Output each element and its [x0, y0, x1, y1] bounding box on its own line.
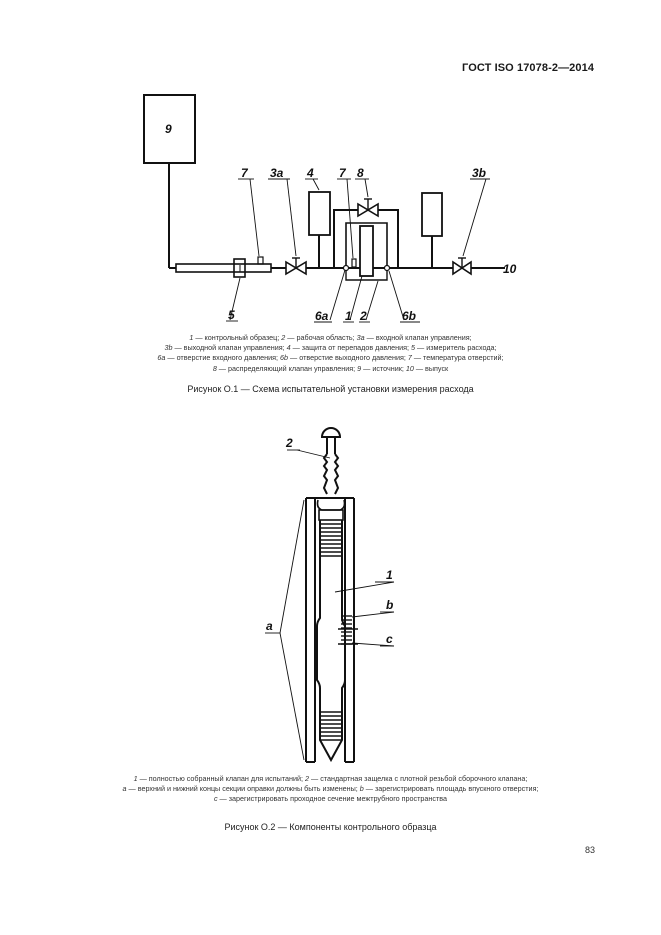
label-latch: 2	[285, 436, 293, 450]
label-outlet-port: 6b	[402, 309, 416, 323]
figure-2-caption: Рисунок О.2 — Компоненты контрольного об…	[224, 822, 437, 832]
figure-2-drawing: 2 1 b c a	[265, 427, 395, 763]
label-c: c	[386, 632, 393, 646]
label-outlet: 10	[503, 262, 517, 276]
legend-line: a — верхний и нижний концы секции оправк…	[122, 784, 539, 794]
label-valve-in: 3a	[270, 166, 284, 180]
figure-1-schematic: 9 7 3a 4 7 8 3b 10 5 6a 1 2 6b	[143, 94, 517, 323]
label-valve: 1	[386, 568, 393, 582]
figure-2-legend: 1 — полностью собранный клапан для испыт…	[0, 774, 661, 805]
label-protection: 4	[306, 166, 314, 180]
legend-line: 1 — полностью собранный клапан для испыт…	[133, 774, 528, 783]
label-temp1: 7	[241, 166, 249, 180]
label-work-area: 2	[359, 309, 367, 323]
label-flowmeter: 5	[228, 308, 235, 322]
page-number: 83	[585, 845, 596, 855]
label-source: 9	[165, 122, 172, 136]
sample-rect	[359, 225, 374, 277]
document-header: ГОСТ ISO 17078-2—2014	[462, 62, 595, 74]
label-valve-out: 3b	[472, 166, 486, 180]
label-inlet-port: 6a	[315, 309, 329, 323]
protection-box	[308, 191, 331, 236]
flowmeter	[233, 258, 246, 278]
figure-1-legend: 1 — контрольный образец; 2 — рабочая обл…	[0, 333, 661, 374]
label-sample: 1	[345, 309, 352, 323]
label-distributor: 8	[357, 166, 364, 180]
legend-line: 1 — контрольный образец; 2 — рабочая обл…	[189, 333, 472, 342]
legend-line: c — зарегистрировать проходное сечение м…	[213, 794, 448, 804]
legend-line: 3b — выходной клапан управления; 4 — защ…	[164, 343, 497, 353]
label-b: b	[386, 598, 393, 612]
legend-line: 6a — отверстие входного давления; 6b — о…	[157, 353, 504, 363]
figure-1-caption: Рисунок О.1 — Схема испытательной устано…	[187, 384, 474, 394]
legend-line: 8 — распределяющий клапан управления; 9 …	[212, 363, 449, 373]
label-temp2: 7	[339, 166, 347, 180]
label-a: a	[266, 619, 273, 633]
